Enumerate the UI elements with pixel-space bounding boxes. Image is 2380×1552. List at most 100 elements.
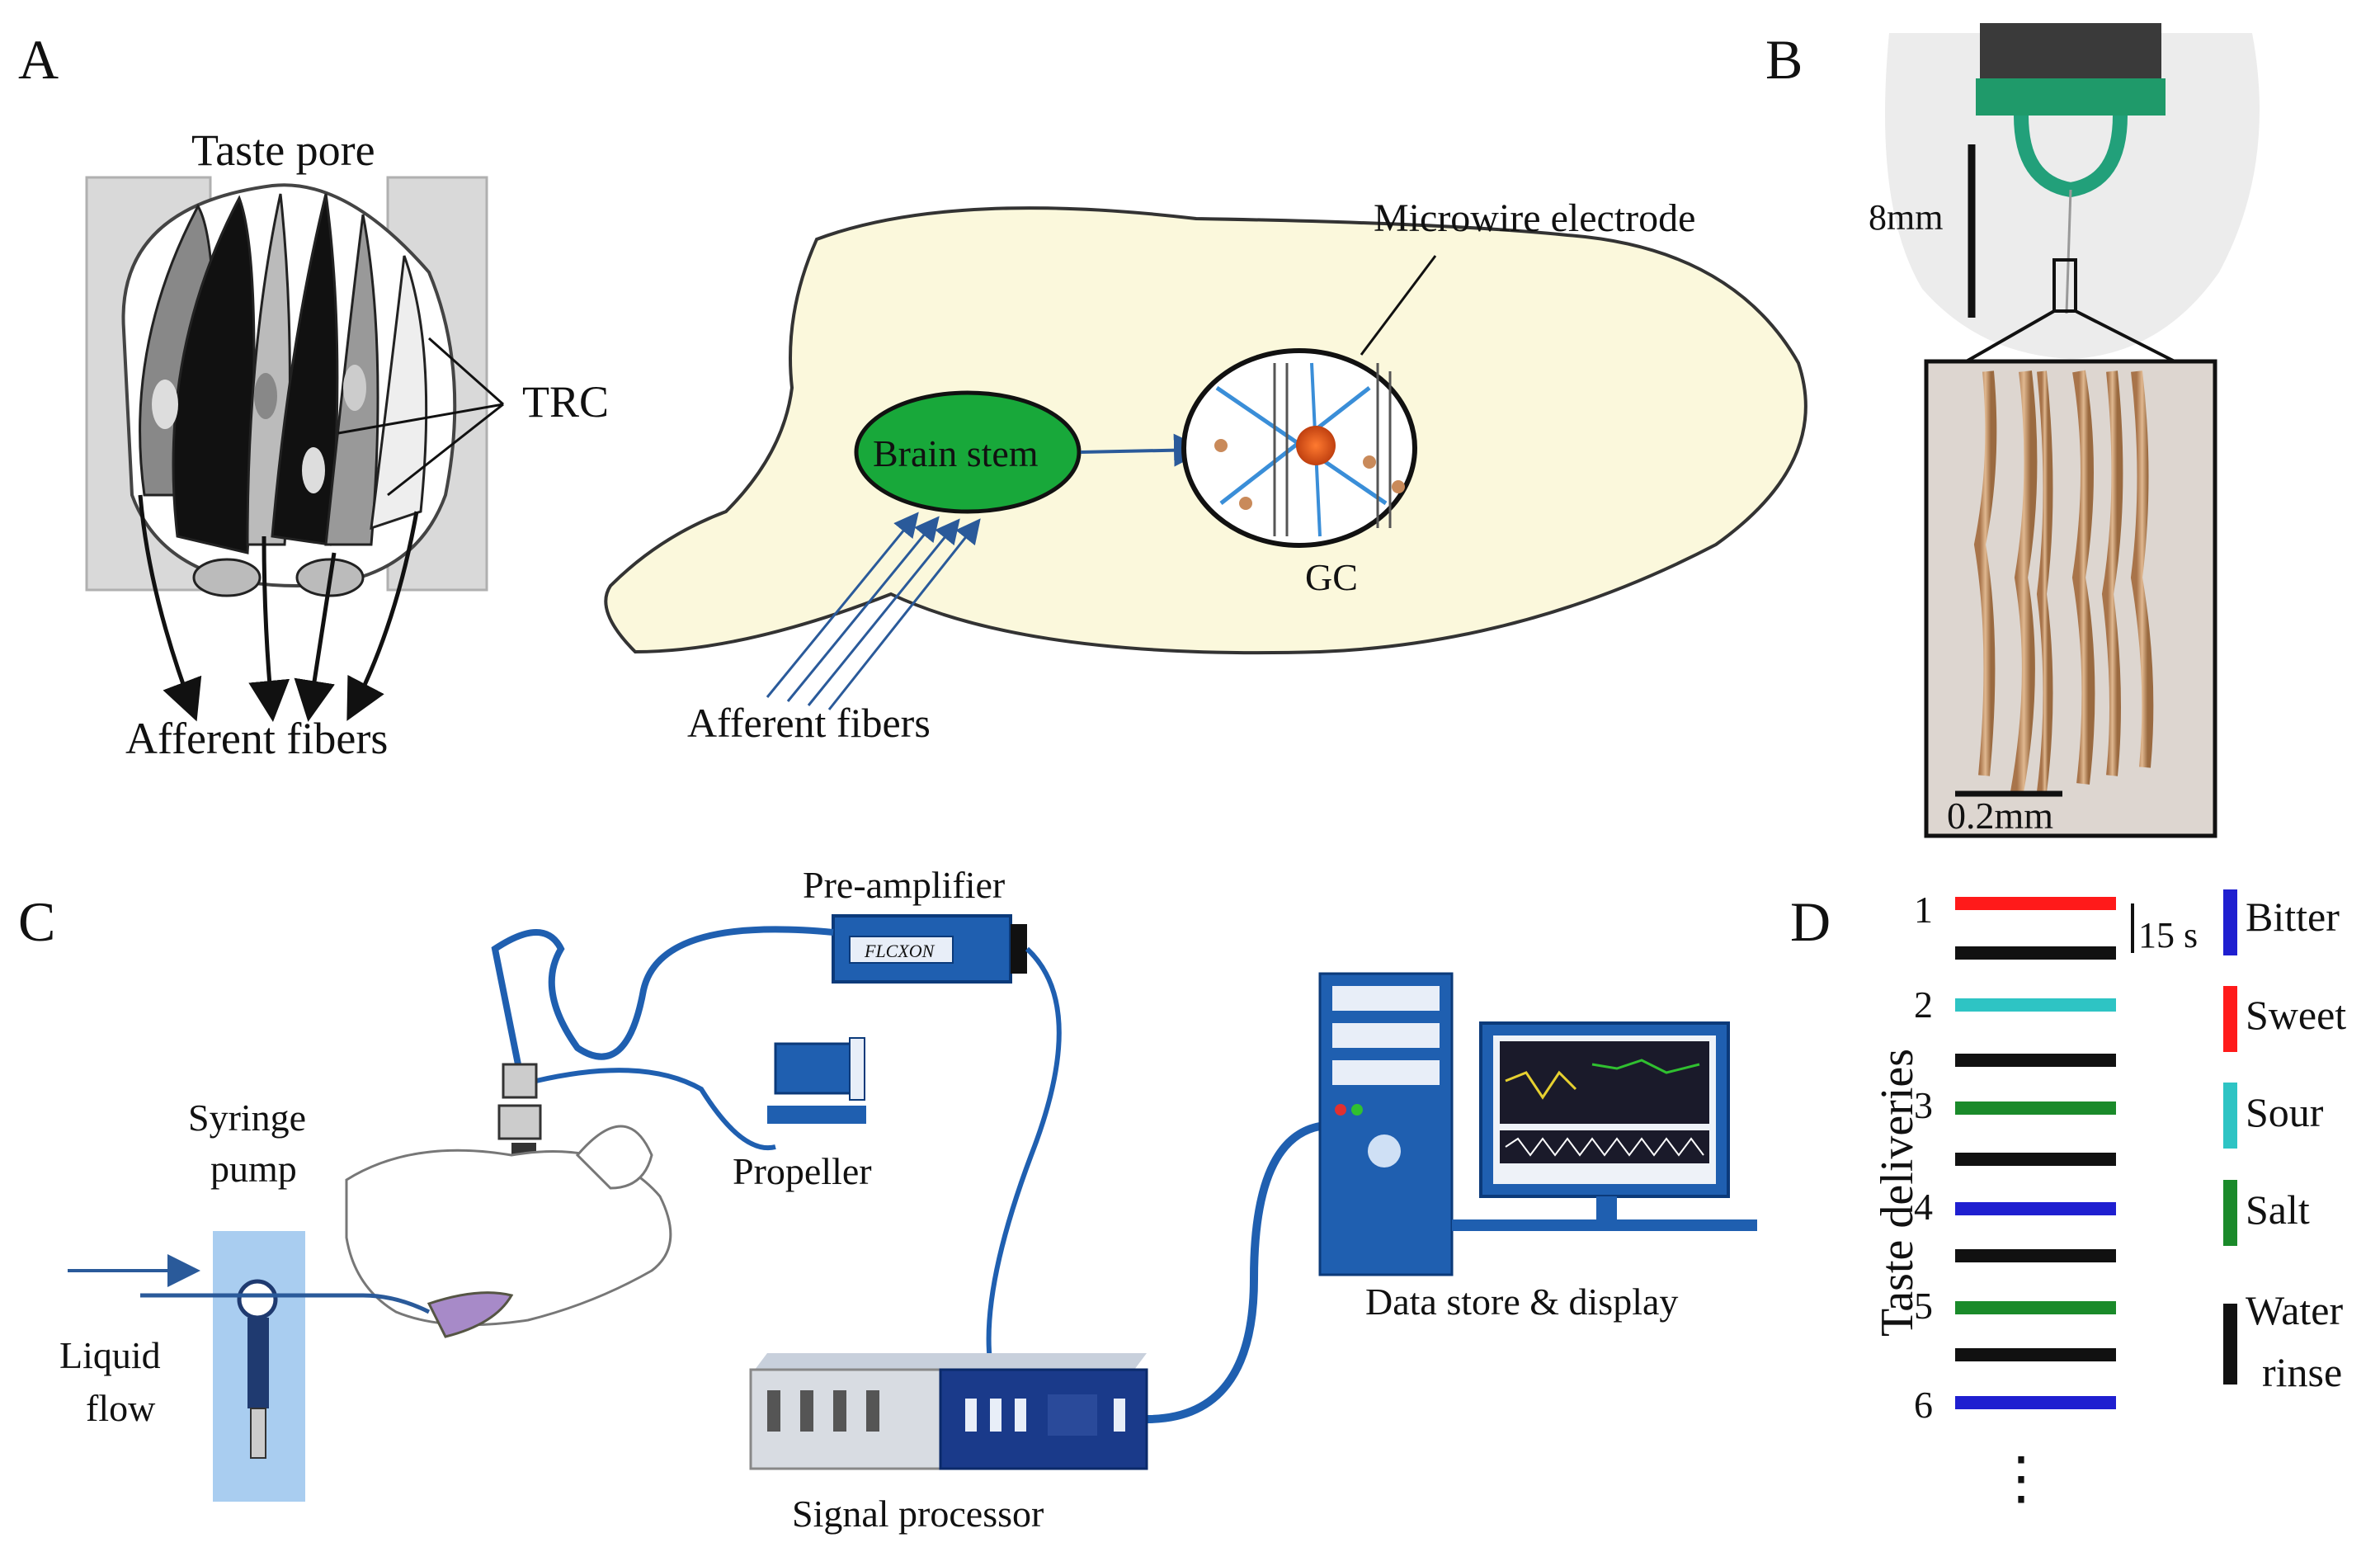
legend-swatch xyxy=(2223,986,2237,1052)
brain-stem-node xyxy=(854,390,1082,514)
legend-label: Water xyxy=(2246,1287,2343,1333)
zoom-line xyxy=(1963,309,2055,365)
trc-cell xyxy=(370,255,428,531)
legend-item-bitter: Bitter xyxy=(2223,889,2340,955)
delivery-number: 2 xyxy=(1914,984,1933,1026)
neuron-illustration xyxy=(1214,362,1405,537)
liquid-flow-label-line2: flow xyxy=(86,1387,156,1429)
trc-pointer xyxy=(387,403,504,497)
scale-label-0-2mm: 0.2mm xyxy=(1947,795,2053,837)
taste-deliveries-axis-label: Taste deliveries xyxy=(1872,1049,1923,1337)
afferent-fibers-label-a: Afferent fibers xyxy=(125,714,388,763)
legend-swatch xyxy=(2223,1083,2237,1149)
trc-nucleus xyxy=(152,380,178,429)
trc-nucleus xyxy=(343,365,366,411)
rat-tongue xyxy=(427,1291,514,1338)
legend-label: Sour xyxy=(2246,1089,2324,1135)
propeller-device xyxy=(767,1037,866,1124)
panel-letter-b: B xyxy=(1765,28,1803,91)
pre-amplifier-label: Pre-amplifier xyxy=(803,864,1005,906)
pcb-board xyxy=(1976,78,2166,116)
legend-item-sweet: Sweet xyxy=(2223,986,2346,1052)
monitor xyxy=(1452,1021,1757,1231)
microwire-pointer xyxy=(1360,255,1437,356)
syringe xyxy=(237,1279,278,1459)
continuation-ellipsis: ⋮ xyxy=(1992,1447,2050,1511)
legend-label: Salt xyxy=(2246,1186,2310,1233)
time-scale-label: 15 s xyxy=(2138,915,2198,955)
legend-swatch xyxy=(2223,1180,2237,1246)
taste-delivery-panel: D Taste deliveries 1 2 3 4 5 6 xyxy=(1790,889,2346,1511)
cable-preamp-to-processor xyxy=(986,946,1062,1362)
legend-item-salt: Salt xyxy=(2223,1180,2310,1246)
legend-swatch xyxy=(2223,889,2237,955)
afferent-fiber-arrow xyxy=(807,518,960,706)
afferent-fiber xyxy=(346,511,419,721)
zoom-box xyxy=(2052,258,2077,313)
zoom-photo xyxy=(1924,359,2217,838)
time-scale-bar: 15 s xyxy=(2131,903,2198,955)
legend-label: Sweet xyxy=(2246,992,2346,1038)
legend-label: Bitter xyxy=(2246,894,2340,940)
panel-letter-c: C xyxy=(18,890,55,953)
afferent-fiber-arrow xyxy=(766,512,919,698)
recording-setup: C Pre-amplifier FLCXON Propeller xyxy=(18,864,1757,1535)
delivery-3: 3 xyxy=(1914,1084,2116,1166)
legend-item-water-rinse: Water rinse xyxy=(2223,1287,2343,1395)
trc-pointer xyxy=(428,337,504,406)
scale-label-8mm: 8mm xyxy=(1869,197,1943,238)
signal-processor-device xyxy=(749,1353,1148,1470)
propeller-label: Propeller xyxy=(733,1150,872,1192)
cable-processor-to-pc xyxy=(1146,1122,1322,1423)
pre-amplifier-brand: FLCXON xyxy=(864,941,936,961)
delivery-number: 4 xyxy=(1914,1186,1933,1228)
signal-processor-label: Signal processor xyxy=(792,1493,1044,1535)
afferent-fiber-arrow xyxy=(827,518,981,710)
delivery-4: 4 xyxy=(1914,1186,2116,1262)
microwire-electrode-label: Microwire electrode xyxy=(1374,196,1695,240)
basal-cell xyxy=(192,558,262,597)
trc-label: TRC xyxy=(522,377,609,427)
delivery-2: 2 xyxy=(1914,984,2116,1067)
syringe-pump-label-line1: Syringe xyxy=(188,1097,306,1139)
afferent-fiber-arrow xyxy=(786,516,940,702)
afferent-fiber xyxy=(294,552,337,722)
liquid-tube xyxy=(140,1293,431,1314)
legend-item-sour: Sour xyxy=(2223,1083,2324,1149)
taste-pore-label: Taste pore xyxy=(191,125,375,175)
delivery-1: 1 xyxy=(1914,889,2116,960)
cable-head-to-propeller xyxy=(535,1068,776,1151)
panel-letter-a: A xyxy=(18,28,59,91)
delivery-6: 6 xyxy=(1914,1384,2116,1426)
legend-swatch xyxy=(2223,1304,2237,1385)
electrode-photo: B 8mm 0.2mm xyxy=(1765,23,2260,838)
brain-diagram: Brain stem Microwire electrode GC Affere… xyxy=(604,196,1807,746)
connector-block xyxy=(1980,23,2161,81)
cable-head-to-preamp xyxy=(491,926,834,1073)
afferent-fiber xyxy=(248,535,290,722)
microwire-strands xyxy=(1973,370,2154,794)
trc-nucleus xyxy=(302,447,325,493)
liquid-flow-label-line1: Liquid xyxy=(59,1334,161,1376)
afferent-fibers-label-brain: Afferent fibers xyxy=(687,700,931,746)
pre-amplifier-device: FLCXON xyxy=(832,914,1027,984)
panel-letter-d: D xyxy=(1790,890,1831,953)
brain-stem-label: Brain stem xyxy=(873,432,1039,474)
taste-legend: Bitter Sweet Sour Salt Water rinse xyxy=(2223,889,2346,1395)
delivery-number: 6 xyxy=(1914,1384,1933,1426)
delivery-5: 5 xyxy=(1914,1285,2116,1361)
rat-ear xyxy=(575,1125,653,1190)
afferent-fiber xyxy=(138,494,202,722)
delivery-number: 5 xyxy=(1914,1285,1933,1327)
data-store-label: Data store & display xyxy=(1365,1281,1678,1323)
delivery-number: 1 xyxy=(1914,889,1933,931)
trc-nucleus xyxy=(254,373,277,419)
computer-tower xyxy=(1318,972,1454,1276)
legend-label: rinse xyxy=(2262,1349,2342,1395)
electrode-wire xyxy=(2065,189,2072,314)
rat-head-outline xyxy=(345,1149,672,1327)
syringe-pump-label-line2: pump xyxy=(210,1148,297,1190)
taste-bud-diagram: A Taste pore TRC Afferent fibers xyxy=(18,28,609,763)
zoom-line xyxy=(2075,309,2179,365)
